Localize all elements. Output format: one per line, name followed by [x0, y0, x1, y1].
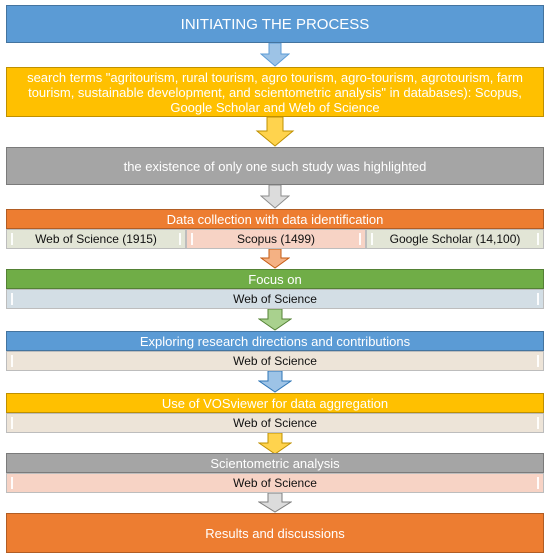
step-title: Exploring research directions and contri…	[139, 333, 411, 349]
step-title: Results and discussions	[205, 525, 345, 541]
step-existence-one-study: the existence of only one such study was…	[6, 147, 544, 185]
arrow-down-icon	[258, 371, 292, 393]
sub-label: Web of Science	[233, 476, 317, 490]
step-title: Scientometric analysis	[210, 455, 340, 471]
source-google-scholar: Google Scholar (14,100)	[366, 229, 544, 249]
arrow-down-icon	[258, 493, 292, 513]
arrow-down-icon	[258, 309, 292, 331]
source-label: Scopus (1499)	[236, 232, 316, 246]
source-scopus: Scopus (1499)	[186, 229, 366, 249]
source-web-of-science: Web of Science (1915)	[6, 229, 186, 249]
sub-label: Web of Science	[233, 292, 317, 306]
arrow-down-icon	[260, 185, 290, 209]
step-initiating-process: INITIATING THE PROCESS	[6, 5, 544, 43]
step-focus-on-sub: Web of Science	[6, 289, 544, 309]
step-title: the existence of only one such study was…	[123, 158, 427, 174]
step-data-collection: Data collection with data identification	[6, 209, 544, 229]
step-vosviewer: Use of VOSviewer for data aggregation	[6, 393, 544, 413]
step-title: Focus on	[248, 271, 302, 287]
step-title: search terms "agritourism, rural tourism…	[27, 69, 523, 115]
arrow-down-icon	[255, 117, 295, 147]
step-scientometric-sub: Web of Science	[6, 473, 544, 493]
step-search-terms: search terms "agritourism, rural tourism…	[6, 67, 544, 117]
sub-label: Web of Science	[233, 354, 317, 368]
source-label: Web of Science (1915)	[35, 232, 157, 246]
arrow-down-icon	[258, 433, 292, 455]
step-results-discussions: Results and discussions	[6, 513, 544, 553]
step-title: Data collection with data identification	[166, 211, 384, 227]
step-focus-on: Focus on	[6, 269, 544, 289]
step-scientometric-analysis: Scientometric analysis	[6, 453, 544, 473]
step-vosviewer-sub: Web of Science	[6, 413, 544, 433]
sub-label: Web of Science	[233, 416, 317, 430]
step-exploring-sub: Web of Science	[6, 351, 544, 371]
step-title: Use of VOSviewer for data aggregation	[161, 395, 389, 411]
step-exploring-research: Exploring research directions and contri…	[6, 331, 544, 351]
source-label: Google Scholar (14,100)	[389, 232, 521, 246]
step-title: INITIATING THE PROCESS	[180, 15, 370, 33]
arrow-down-icon	[260, 249, 290, 269]
arrow-down-icon	[260, 43, 290, 67]
